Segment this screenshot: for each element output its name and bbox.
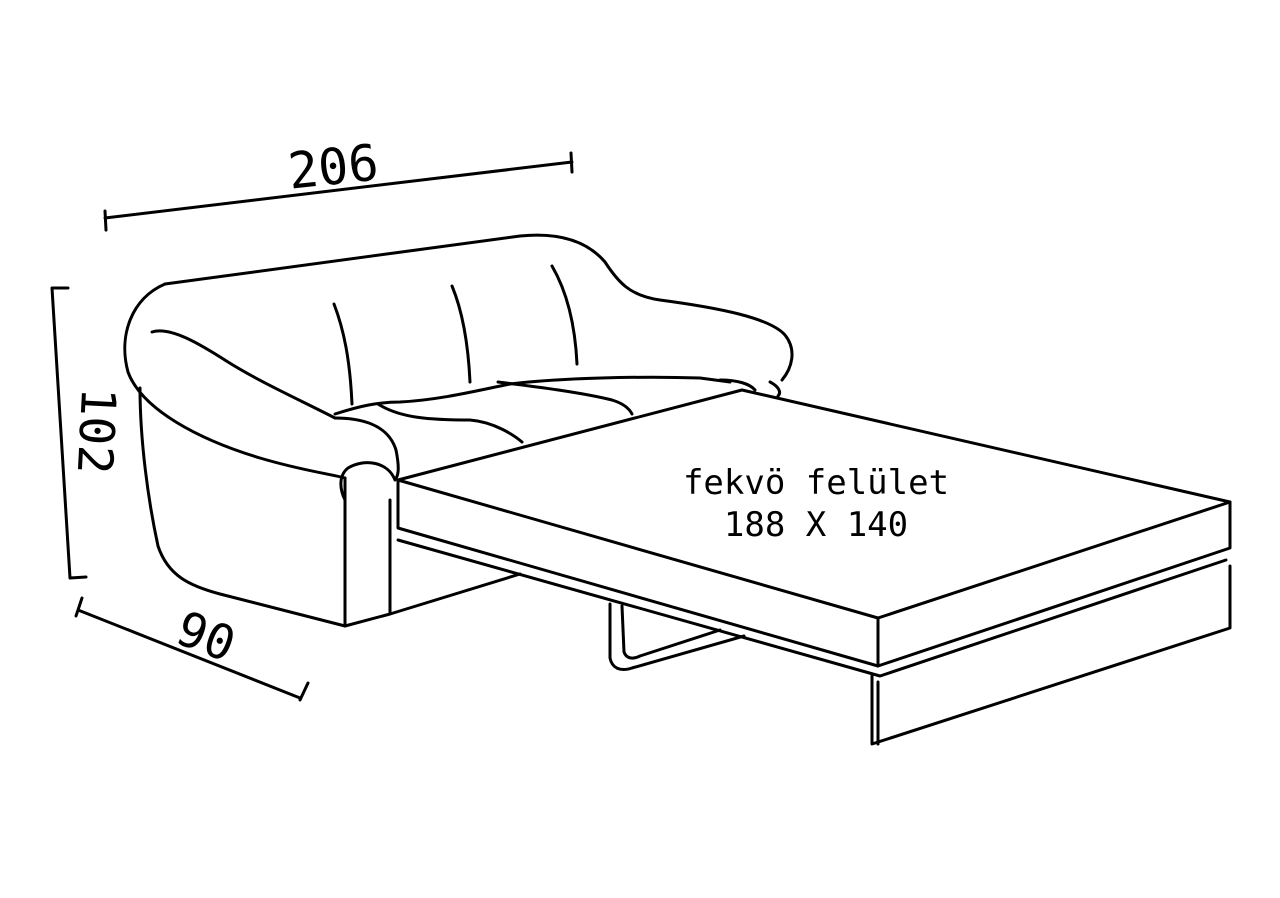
support-board	[870, 564, 1232, 746]
mattress-bottom-strip	[396, 538, 1228, 678]
sofa-back-top	[163, 233, 794, 382]
back-seam-1	[332, 302, 354, 406]
left-arm-outer	[123, 282, 347, 480]
support-leg-inner	[620, 604, 722, 660]
height-dimension-line	[50, 286, 88, 580]
back-seam-2	[450, 284, 472, 384]
depth-dimension-label: 90	[169, 601, 243, 674]
left-side-face	[138, 386, 347, 628]
sofa-base	[388, 572, 522, 616]
depth-dimension: 90	[74, 596, 310, 702]
height-dimension: 102	[50, 286, 126, 580]
mattress	[396, 388, 1232, 746]
support-leg	[608, 602, 746, 672]
sofa-body	[123, 233, 794, 628]
back-seam-3	[550, 264, 579, 366]
left-arm-front-roll	[333, 416, 400, 502]
support-leg-outer	[608, 602, 746, 672]
height-dimension-label: 102	[66, 386, 126, 476]
width-dimension: 206	[103, 134, 574, 232]
seat-cushion-back	[376, 402, 524, 444]
width-dimension-label: 206	[285, 134, 381, 201]
sleeping-surface-size: 188 X 140	[724, 505, 908, 545]
sleeping-surface-label: fekvö felület	[683, 463, 949, 503]
mattress-top	[396, 388, 1232, 620]
seat-cushion-mid	[496, 380, 634, 416]
width-dimension-line	[103, 151, 574, 232]
left-arm-inner	[150, 329, 337, 420]
mattress-right-face	[876, 500, 1232, 668]
mattress-left-face	[396, 478, 880, 668]
left-arm-front-face	[343, 476, 392, 628]
depth-dimension-line	[74, 596, 310, 702]
